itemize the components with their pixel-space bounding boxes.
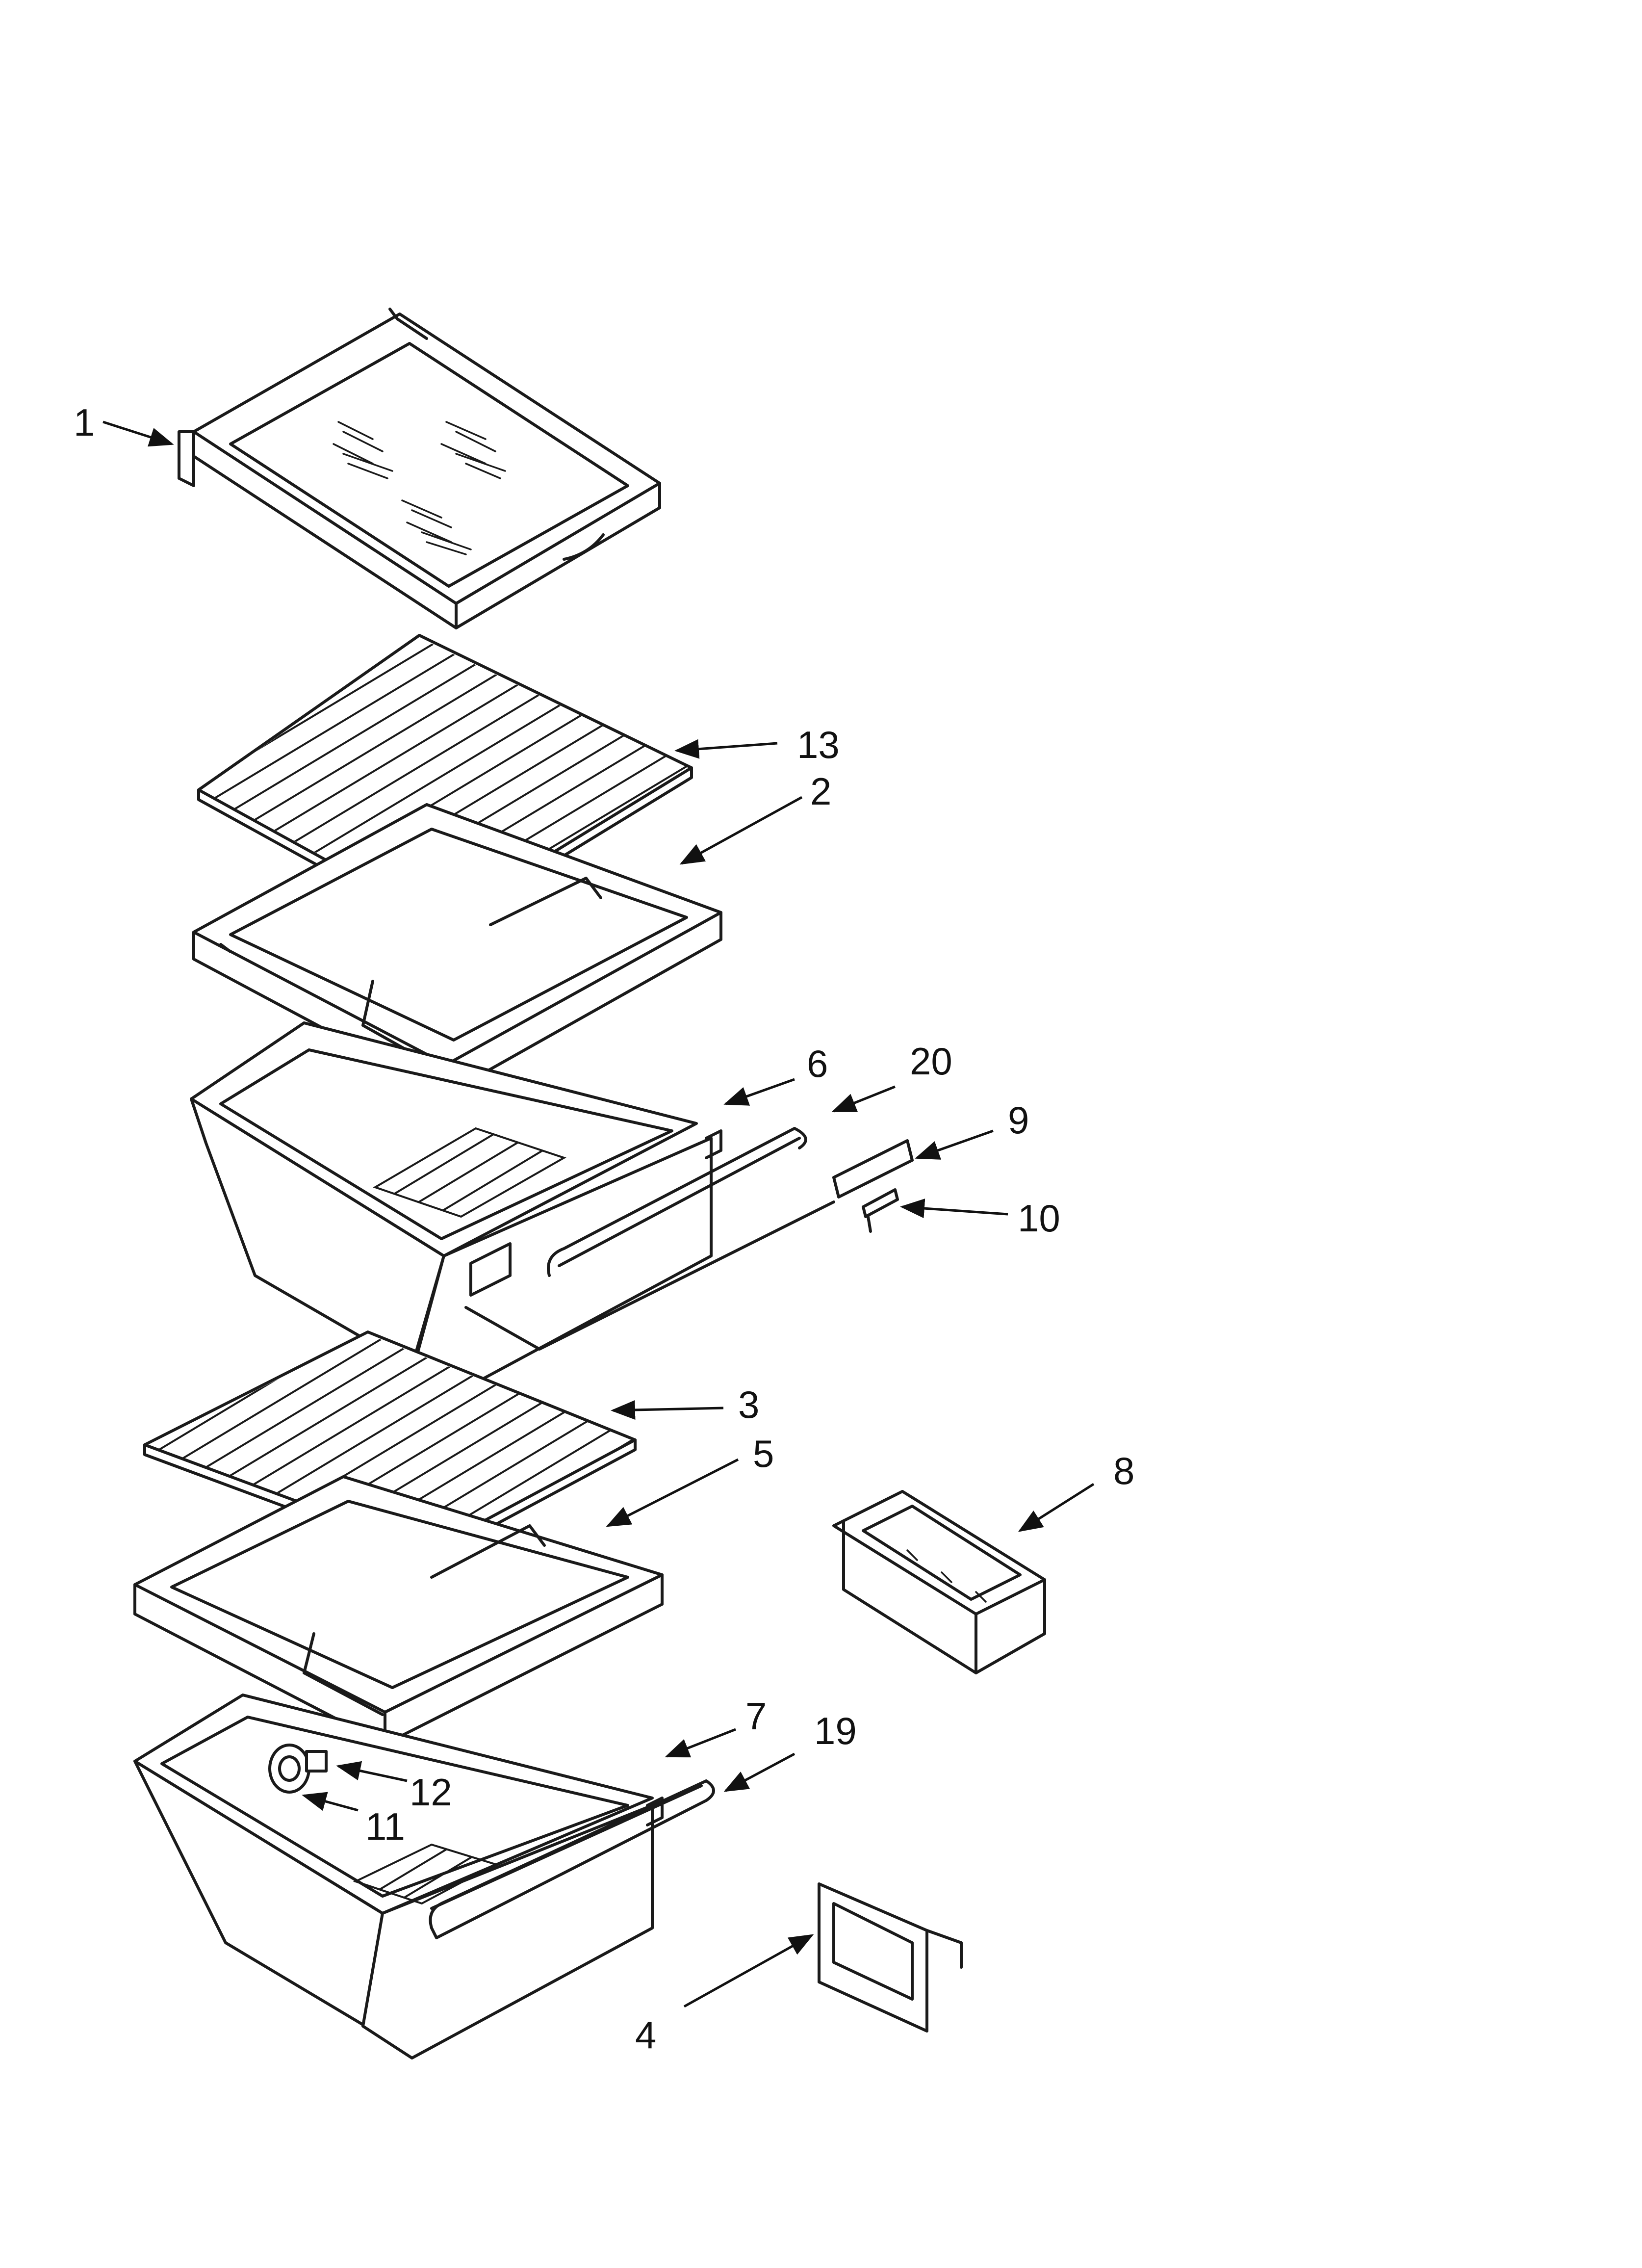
callout-5: 5 — [753, 1432, 774, 1475]
shelf-glass-hatching — [333, 421, 506, 555]
callout-4: 4 — [635, 2013, 656, 2057]
callout-10: 10 — [1018, 1197, 1060, 1240]
roller-part-11 — [268, 1744, 310, 1794]
axle-part-12 — [305, 1750, 328, 1773]
callout-6: 6 — [807, 1042, 828, 1085]
callout-3: 3 — [738, 1383, 759, 1426]
shelf-frame-part-1 — [178, 308, 661, 629]
callout-labels: 1 13 2 6 20 9 10 3 5 8 7 19 12 11 4 — [74, 401, 1134, 2057]
crisper-drawer-part-7 — [133, 1694, 715, 2059]
callout-12: 12 — [410, 1771, 452, 1814]
callout-19: 19 — [814, 1709, 857, 1752]
clip-part-10 — [862, 1188, 899, 1233]
glass-shelf-part-13 — [197, 634, 693, 934]
callout-1: 1 — [74, 401, 95, 444]
callout-8: 8 — [1113, 1449, 1134, 1492]
clip-part-9 — [832, 1139, 914, 1199]
callout-20: 20 — [910, 1040, 952, 1083]
crisper-drawer-part-6 — [190, 1021, 835, 1395]
callout-leaders — [103, 420, 1095, 2008]
callout-9: 9 — [1008, 1098, 1029, 1142]
callout-7: 7 — [745, 1694, 767, 1738]
storage-bin-part-8 — [832, 1490, 1046, 1674]
crisper-cover-frame-part-5 — [133, 1475, 664, 1746]
label-holder-part-4 — [818, 1882, 963, 2033]
callout-13: 13 — [797, 723, 840, 766]
callout-11: 11 — [365, 1805, 405, 1848]
callout-2: 2 — [810, 770, 831, 813]
